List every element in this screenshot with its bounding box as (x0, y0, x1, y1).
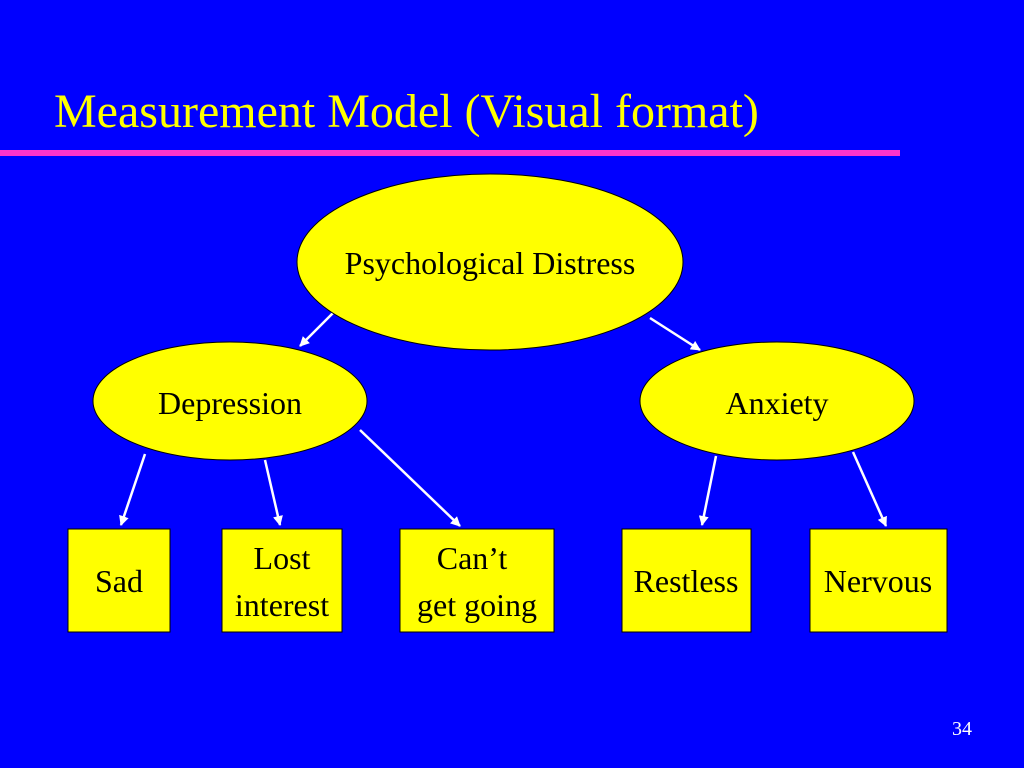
indicator-label-line-1: Can’t (437, 540, 508, 576)
indicator-label: Restless (634, 563, 739, 599)
indicator-label: Sad (95, 563, 143, 599)
indicator-cant-get-going: Can’t get going (399, 528, 555, 633)
slide-number: 34 (952, 718, 972, 740)
indicator-label-line-1: Lost (254, 540, 311, 576)
indicator-lost-interest: Lost interest (221, 528, 343, 633)
slide-title: Measurement Model (Visual format) (54, 85, 759, 138)
node-label: Psychological Distress (345, 245, 636, 281)
node-psychological-distress: Psychological Distress (296, 173, 684, 351)
node-anxiety: Anxiety (639, 341, 915, 461)
node-label: Depression (158, 385, 302, 421)
arrow-depression-to-cant-get-going (359, 429, 461, 527)
indicator-label-line-2: interest (235, 587, 329, 623)
arrow-anxiety-to-nervous (851, 451, 888, 527)
indicator-restless: Restless (621, 528, 752, 633)
indicator-label-line-2: get going (417, 587, 537, 623)
indicator-sad: Sad (67, 528, 171, 633)
indicator-label: Nervous (824, 563, 932, 599)
arrows-group (119, 305, 888, 527)
arrow-depression-to-lost-interest (263, 459, 283, 526)
arrow-depression-to-sad (119, 453, 147, 526)
title-divider (0, 150, 900, 156)
indicator-nervous: Nervous (809, 528, 948, 633)
node-label: Anxiety (725, 385, 828, 421)
arrow-root-to-anxiety (649, 316, 701, 352)
node-depression: Depression (92, 341, 368, 461)
arrow-anxiety-to-restless (698, 455, 718, 526)
